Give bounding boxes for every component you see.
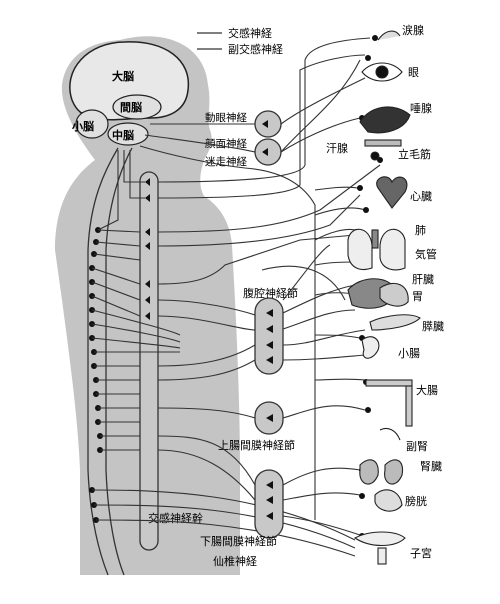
- legend: 交感神経 副交感神経: [197, 26, 283, 56]
- brain: 大脳 間脳 小脳 中脳: [69, 41, 190, 146]
- legend-parasympathetic-label: 副交感神経: [228, 42, 283, 56]
- spinal-cord-inner: [105, 147, 133, 576]
- organ-illustrations: [347, 30, 421, 565]
- liver-label: 肝臓: [412, 273, 434, 286]
- sweat-gland-label: 汗腺: [326, 141, 348, 155]
- diencephalon-label: 間脳: [120, 101, 142, 114]
- midbrain-shape: [107, 122, 149, 146]
- facial-nerve-label: 顔面神経: [205, 137, 247, 150]
- uterus-label: 子宮: [410, 546, 432, 560]
- large-intestine-label: 大腸: [416, 383, 438, 397]
- small-intestine-label: 小腸: [398, 347, 420, 360]
- cranial-ganglia: 動眼神経 顔面神経 迷走神経: [205, 110, 282, 168]
- eye-label: 眼: [408, 66, 419, 79]
- lacrimal-gland-label: 涙腺: [402, 23, 424, 37]
- trunk-outflow-lines: [157, 37, 381, 536]
- cranial-outflow-lines: [139, 59, 366, 520]
- diencephalon-shape: [112, 94, 162, 120]
- adrenal-label: 副腎: [406, 440, 428, 453]
- oculomotor-nerve-label: 動眼神経: [205, 111, 247, 124]
- midbrain-label: 中脳: [112, 128, 134, 142]
- salivary-gland-label: 唾腺: [410, 101, 432, 115]
- spinal-cord: [87, 147, 119, 576]
- superior-mesenteric-ganglion-label: 上腸間膜神経節: [218, 438, 295, 452]
- sacral-nerve-label: 仙椎神経: [213, 554, 257, 568]
- piloerector-label: 立毛筋: [398, 147, 431, 161]
- kidney-label: 腎臓: [420, 460, 442, 473]
- vagus-branch-lines: [314, 186, 366, 381]
- trachea-label: 気管: [415, 247, 437, 261]
- vagus-nerve-label: 迷走神経: [205, 155, 247, 168]
- stomach-label: 胃: [412, 290, 423, 303]
- abdominal-ganglia: 腹腔神経節 上腸間膜神経節 下腸間膜神経節 仙椎神経: [200, 286, 298, 568]
- celiac-ganglion-label: 腹腔神経節: [243, 286, 298, 300]
- trunk-markers: [145, 178, 150, 320]
- pancreas-label: 膵臓: [422, 320, 444, 333]
- cerebrum-label: 大脳: [112, 69, 134, 83]
- organ-labels: 涙腺 眼 唾腺 汗腺 立毛筋 心臓 肺 気管 肝臓 胃 膵臓 小腸 大腸 副腎 …: [326, 23, 444, 560]
- cerebellum-label: 小脳: [71, 119, 94, 133]
- legend-sympathetic-label: 交感神経: [228, 26, 272, 40]
- heart-label: 心臓: [410, 190, 432, 203]
- inferior-mesenteric-ganglion-label: 下腸間膜神経節: [200, 534, 277, 548]
- lung-label: 肺: [415, 224, 426, 237]
- sympathetic-trunk: [139, 171, 159, 551]
- cerebellum-shape: [75, 109, 109, 139]
- spinal-trunk-connections: [91, 150, 356, 557]
- bladder-label: 膀胱: [405, 494, 427, 508]
